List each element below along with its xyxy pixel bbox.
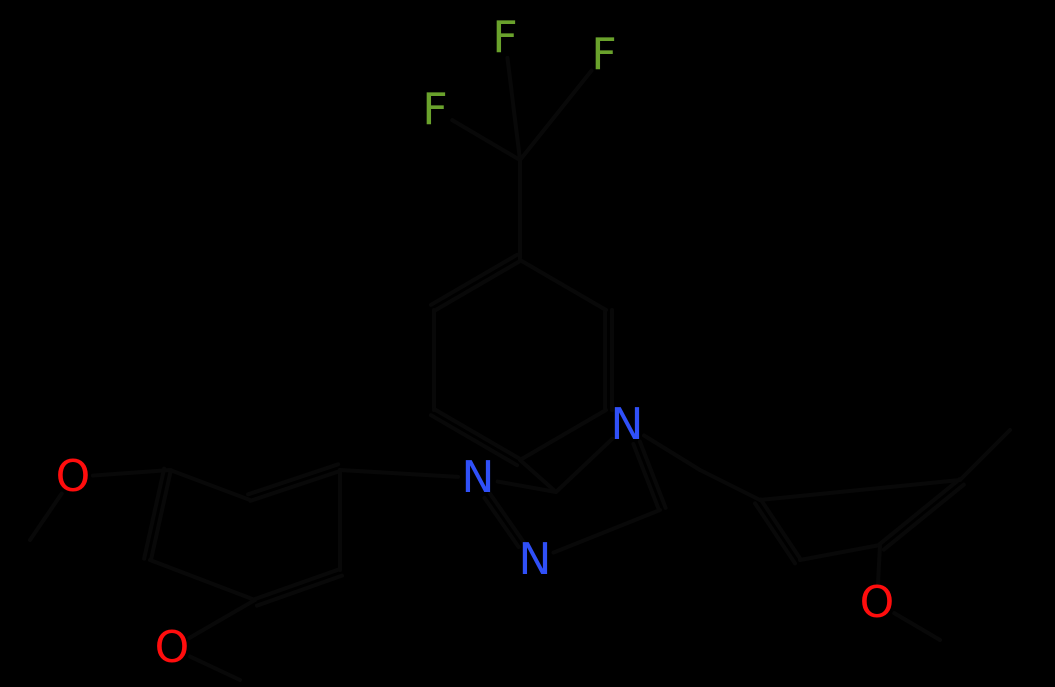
bond-N1-Ar3_1 (338, 468, 461, 479)
bond-N2-Tz_C5 (551, 508, 662, 555)
bond-N3-Link1 (642, 433, 702, 472)
bond-Ar2_1-Ar2_2-b (758, 497, 803, 562)
bond-Ar2_3-Ar2_5-b (877, 477, 962, 547)
atom-label-f-1: F (492, 12, 518, 63)
bond-Ar3_3-O1 (90, 468, 172, 478)
bond-F2-C_cf3 (518, 68, 594, 162)
bond-Ar2_3-O3 (876, 543, 882, 586)
bond-Ar1_3-Ar1_4-a (428, 413, 519, 468)
bond-O1-OMe_L (28, 491, 64, 542)
bond-N3-Tz_C3 (554, 436, 615, 494)
bond-Ar3_3-Ar3_4-a (142, 466, 167, 561)
atom-label-o-8: O (154, 622, 190, 673)
bond-O3-OMe_R (892, 611, 942, 642)
atom-label-o-9: O (859, 577, 895, 628)
bond-Ar3_4-Ar3_5 (148, 558, 257, 602)
bond-Ar2_5-Ar2_1 (758, 478, 962, 502)
atom-label-n-6: N (610, 399, 644, 450)
atom-label-n-4: N (461, 452, 495, 503)
bond-N1-N2-a (482, 495, 521, 550)
bond-Ar1_4-Tz_C3 (518, 458, 558, 494)
bond-O2-OMe_B (188, 654, 242, 682)
bond-Tz_C3-N1 (495, 479, 558, 494)
bond-Ar2_2-Ar2_3 (798, 543, 882, 562)
bond-Ar3_5-O2 (187, 598, 257, 640)
atom-label-f-2: F (591, 29, 617, 80)
bond-Ar3_1-Ar3_2-a (246, 462, 341, 497)
bond-Ar2_5-Ar2_6 (958, 428, 1012, 482)
bond-F3-C_cf3 (450, 118, 522, 162)
bond-Ar3_2-Ar3_3 (168, 468, 252, 502)
atom-label-n-5: N (518, 534, 552, 585)
bond-F1-C_cf3 (505, 55, 522, 162)
bond-Ar3_1-Ar3_2-b (248, 468, 343, 503)
bond-Ar2_1-Ar2_2-a (753, 501, 798, 566)
atom-label-o-7: O (55, 451, 91, 502)
bond-Ar3_5-Ar3_6-a (254, 573, 344, 608)
bond-Ar1_4-Ar1_5 (518, 408, 608, 462)
bond-Link1-Ar2_1 (698, 468, 762, 502)
bond-Ar1_1-Ar1_2-b (432, 258, 523, 313)
bond-N1-N2-b (488, 491, 527, 546)
bond-Ar2_3-Ar2_5-a (881, 482, 966, 552)
bond-Tz_C5-N3-b (631, 441, 662, 513)
bond-Tz_C5-N3-a (637, 439, 668, 510)
bond-Ar3_3-Ar3_4-b (148, 468, 173, 563)
bond-Ar1_6-Ar1_1 (518, 258, 608, 312)
bond-Ar1_1-Ar1_2-a (428, 252, 519, 307)
bond-Ar3_5-Ar3_6-b (252, 567, 342, 602)
atom-label-f-3: F (422, 84, 448, 135)
bond-Ar1_3-Ar1_4-b (432, 407, 523, 462)
